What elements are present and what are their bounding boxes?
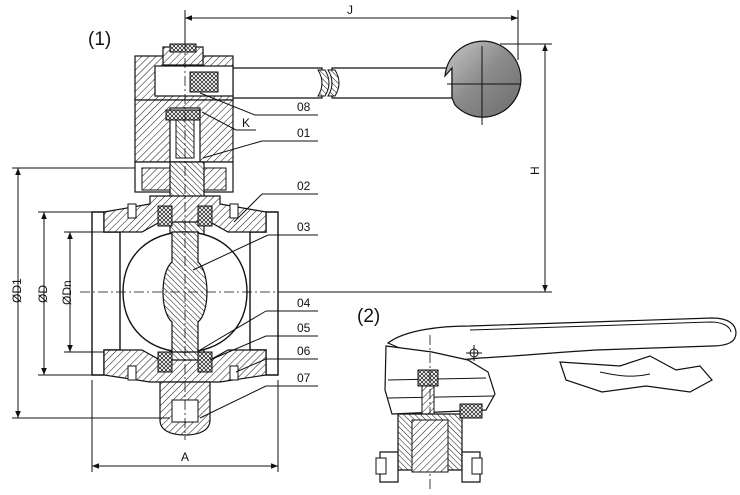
alternative-handle [375, 317, 737, 492]
dimension-d1-label: ØD1 [10, 278, 24, 303]
callout-01: 01 [202, 126, 318, 159]
dimension-d-label: ØD [36, 285, 50, 303]
callout-02: 02 [233, 179, 318, 223]
handle-housing [134, 43, 234, 193]
view-2-label: (2) [357, 306, 380, 327]
dimension-h-label: H [528, 166, 542, 175]
label-k-text: K [242, 116, 250, 130]
callout-07: 07 [199, 371, 318, 419]
callout-03-label: 03 [297, 220, 311, 234]
callout-02-label: 02 [297, 179, 311, 193]
callout-07-label: 07 [297, 371, 311, 385]
callout-04: 04 [199, 296, 318, 351]
callout-06: 06 [235, 344, 318, 373]
handle-lever [187, 40, 522, 125]
label-k: K [201, 111, 256, 131]
callout-05-label: 05 [297, 321, 311, 335]
dimension-d1: ØD1 [10, 167, 170, 419]
dimension-j-label: J [347, 3, 353, 17]
dimension-a: A [91, 380, 279, 472]
dimension-d: ØD [36, 211, 92, 376]
callout-08-label: 08 [297, 100, 311, 114]
callout-08: 08 [199, 92, 318, 116]
callout-05: 05 [209, 321, 318, 361]
callout-04-label: 04 [297, 296, 311, 310]
dimension-a-label: A [181, 450, 189, 464]
callout-06-label: 06 [297, 344, 311, 358]
callout-01-label: 01 [297, 126, 311, 140]
dimension-dn: ØDn [60, 231, 104, 353]
view-1-label: (1) [88, 29, 111, 50]
dimension-dn-label: ØDn [60, 280, 74, 305]
callout-03: 03 [192, 220, 318, 271]
